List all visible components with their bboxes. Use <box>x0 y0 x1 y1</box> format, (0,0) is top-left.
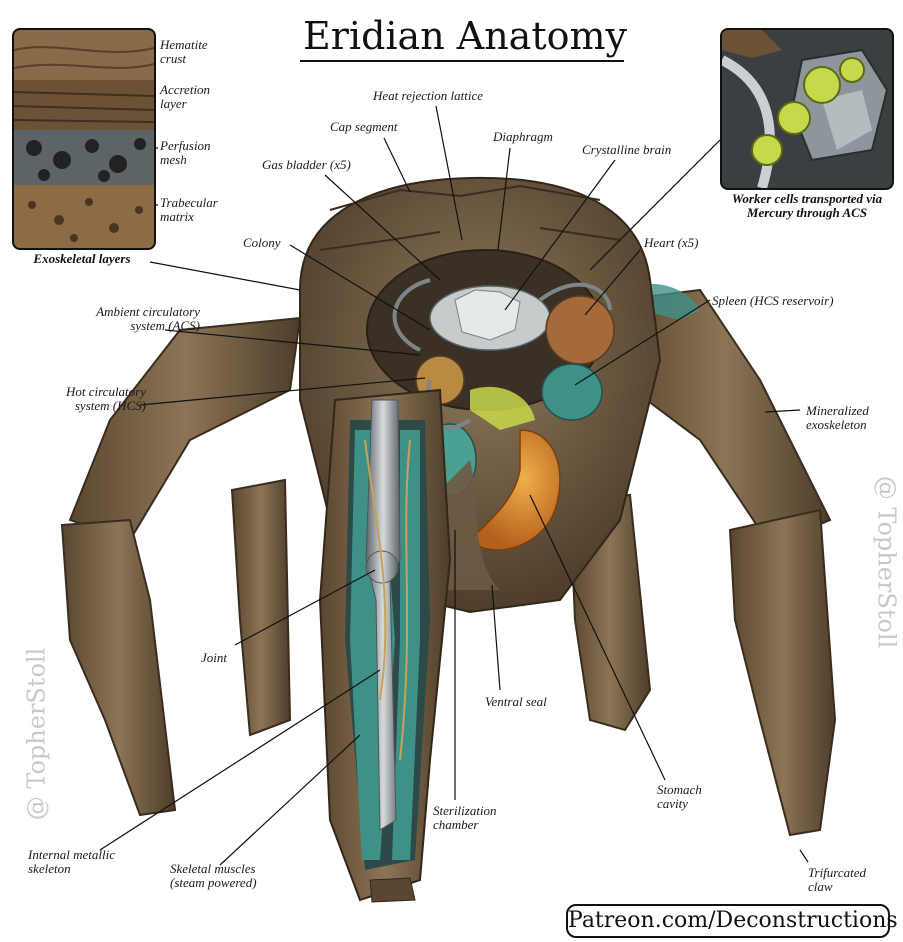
patreon-link[interactable]: Patreon.com/Deconstructions <box>566 904 898 938</box>
label-perfusion-mesh: Perfusion mesh <box>160 138 211 167</box>
label-diaphragm: Diaphragm <box>493 129 553 144</box>
watermark-right: @ TopherStoll <box>872 475 901 649</box>
worker-cells-image <box>722 30 892 188</box>
page-title: Eridian Anatomy <box>303 14 627 58</box>
label-trifurcated-claw: Trifurcated claw <box>808 865 867 894</box>
label-skeletal-muscles: Skeletal muscles (steam powered) <box>170 861 257 890</box>
watermark-left: @ TopherStoll <box>22 647 51 821</box>
label-gas-bladder: Gas bladder (x5) <box>262 157 351 172</box>
label-trabecular-matrix: Trabecular matrix <box>160 195 218 224</box>
label-ambient-circulatory-system: Ambient circulatory system (ACS) <box>96 304 200 333</box>
exoskeletal-caption: Exoskeletal layers <box>33 251 131 266</box>
label-spleen: Spleen (HCS reservoir) <box>712 293 834 308</box>
label-internal-metallic-skeleton: Internal metallic skeleton <box>28 847 116 876</box>
exoskeleton-cross-section <box>14 30 154 248</box>
worker-cells-caption: Worker cells transported via Mercury thr… <box>731 191 883 220</box>
exoskeletal-layers-inset <box>12 28 156 250</box>
label-ventral-seal: Ventral seal <box>485 694 547 709</box>
label-heat-rejection-lattice: Heat rejection lattice <box>373 88 483 103</box>
label-stomach-cavity: Stomach cavity <box>657 782 702 811</box>
label-sterilization-chamber: Sterilization chamber <box>433 803 497 832</box>
left-upper-leg <box>60 316 302 817</box>
front-leg <box>318 388 452 903</box>
label-mineralized-exoskeleton: Mineralized exoskeleton <box>806 403 869 432</box>
label-colony: Colony <box>243 235 281 250</box>
title-underline <box>300 60 624 62</box>
label-heart: Heart (x5) <box>644 235 699 250</box>
label-crystalline-brain: Crystalline brain <box>582 142 672 157</box>
worker-cells-inset <box>720 28 894 190</box>
label-hematite-crust: Hematite crust <box>160 37 208 66</box>
label-cap-segment: Cap segment <box>330 119 398 134</box>
label-accretion-layer: Accretion layer <box>160 82 211 111</box>
label-joint: Joint <box>201 650 227 665</box>
label-hot-circulatory-system: Hot circulatory system (HCS) <box>65 384 146 413</box>
leader-lines <box>99 44 809 866</box>
